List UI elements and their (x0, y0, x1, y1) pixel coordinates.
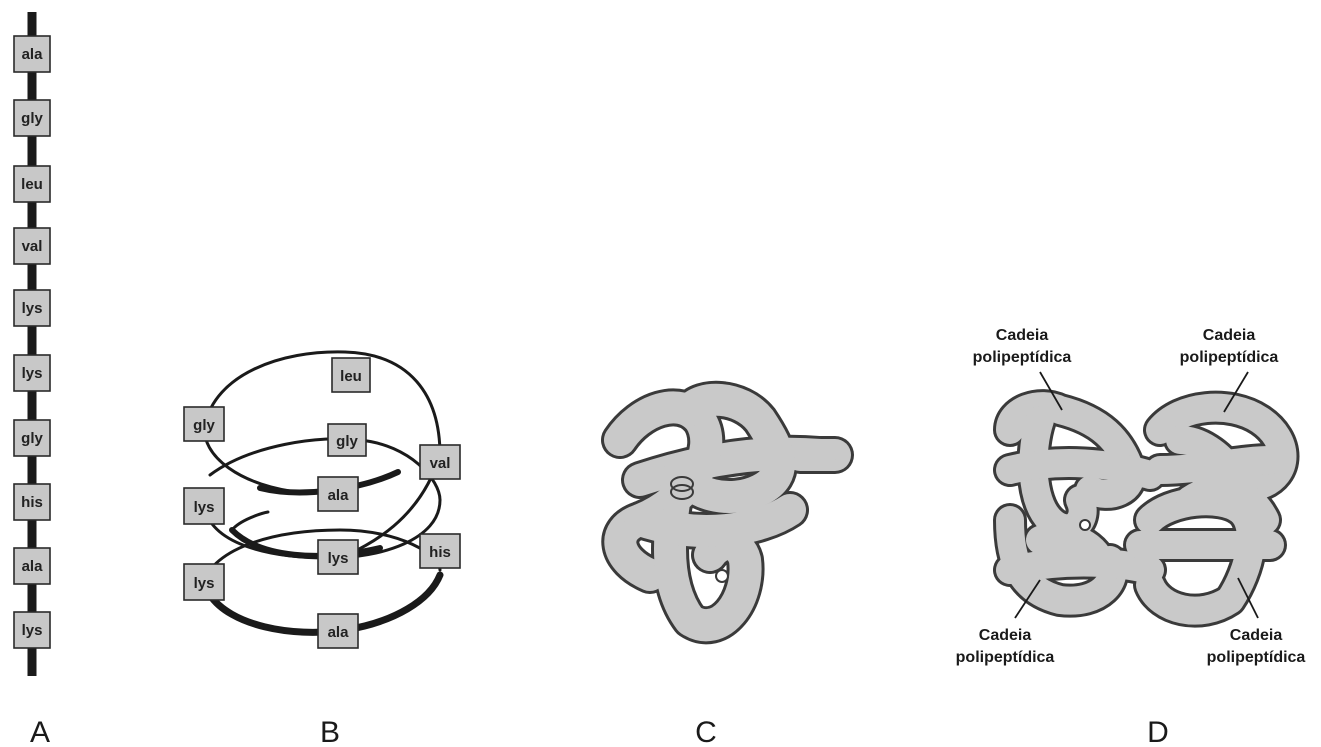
panel-b-residue: gly (183, 406, 225, 442)
panel-b-letter: B (320, 716, 340, 747)
panel-c-helix-rings (670, 476, 694, 500)
svg-text:ala: ala (328, 624, 350, 641)
panel-c-chain-end (715, 569, 729, 583)
panel-b-residue: val (419, 444, 461, 480)
svg-text:Cadeia: Cadeia (1203, 327, 1256, 344)
svg-text:gly: gly (336, 433, 358, 450)
panel-a-residue: ala (13, 547, 51, 585)
panel-b-alpha-helix: leu gly gly val ala lys lys his lys ala … (183, 350, 461, 747)
panel-a-residue: val (13, 227, 51, 265)
svg-text:ala: ala (22, 46, 44, 63)
panel-b-residue: lys (317, 539, 359, 575)
svg-text:polipeptídica: polipeptídica (1207, 649, 1306, 666)
panel-d-label-top-left: Cadeia polipeptídica (973, 327, 1072, 366)
panel-c-tertiary-structure: C (601, 380, 854, 747)
panel-d-chain-end (1079, 519, 1091, 531)
panel-b-residue: ala (317, 613, 359, 649)
svg-text:gly: gly (193, 417, 215, 434)
panel-d-quaternary-structure: Cadeia polipeptídica Cadeia polipeptídic… (956, 327, 1306, 747)
svg-text:gly: gly (21, 110, 43, 127)
panel-b-residue: ala (317, 476, 359, 512)
panel-d-tube-body (996, 392, 1297, 625)
svg-text:val: val (430, 455, 451, 472)
svg-text:leu: leu (340, 368, 362, 385)
panel-d-leader-lines (1014, 371, 1259, 619)
panel-b-residue: leu (331, 357, 371, 393)
svg-text:Cadeia: Cadeia (1230, 627, 1283, 644)
panel-b-residue: his (419, 533, 461, 569)
svg-text:lys: lys (328, 550, 349, 567)
panel-b-residue: gly (327, 423, 367, 457)
panel-c-letter: C (695, 716, 717, 747)
svg-text:his: his (429, 544, 451, 561)
svg-text:leu: leu (21, 176, 43, 193)
svg-text:polipeptídica: polipeptídica (973, 349, 1072, 366)
panel-a-residue: gly (13, 419, 51, 457)
panel-d-letter: D (1147, 716, 1169, 747)
svg-text:lys: lys (22, 365, 43, 382)
panel-a-letter: A (30, 716, 50, 747)
svg-text:lys: lys (22, 622, 43, 639)
svg-text:his: his (21, 494, 43, 511)
panel-a-primary-structure: ala gly leu val lys lys gly his ala lys … (13, 12, 51, 747)
panel-d-label-bottom-left: Cadeia polipeptídica (956, 627, 1055, 666)
svg-text:lys: lys (194, 499, 215, 516)
panel-d-label-bottom-right: Cadeia polipeptídica (1207, 627, 1306, 666)
panel-b-residue: lys (183, 563, 225, 601)
svg-text:ala: ala (328, 487, 350, 504)
panel-a-residue: leu (13, 165, 51, 203)
panel-d-label-top-right: Cadeia polipeptídica (1180, 327, 1279, 366)
panel-a-residue: lys (13, 611, 51, 649)
svg-text:Cadeia: Cadeia (996, 327, 1049, 344)
panel-a-residue: gly (13, 99, 51, 137)
panel-a-residue: his (13, 483, 51, 521)
svg-text:polipeptídica: polipeptídica (956, 649, 1055, 666)
svg-text:gly: gly (21, 430, 43, 447)
svg-text:lys: lys (22, 300, 43, 317)
panel-a-residue: lys (13, 354, 51, 392)
panel-c-tube-body (604, 383, 851, 642)
svg-text:ala: ala (22, 558, 44, 575)
panel-b-residue: lys (183, 487, 225, 525)
panel-a-residue: lys (13, 289, 51, 327)
svg-text:lys: lys (194, 575, 215, 592)
svg-text:polipeptídica: polipeptídica (1180, 349, 1279, 366)
svg-text:val: val (22, 238, 43, 255)
panel-a-residue: ala (13, 35, 51, 73)
svg-text:Cadeia: Cadeia (979, 627, 1032, 644)
